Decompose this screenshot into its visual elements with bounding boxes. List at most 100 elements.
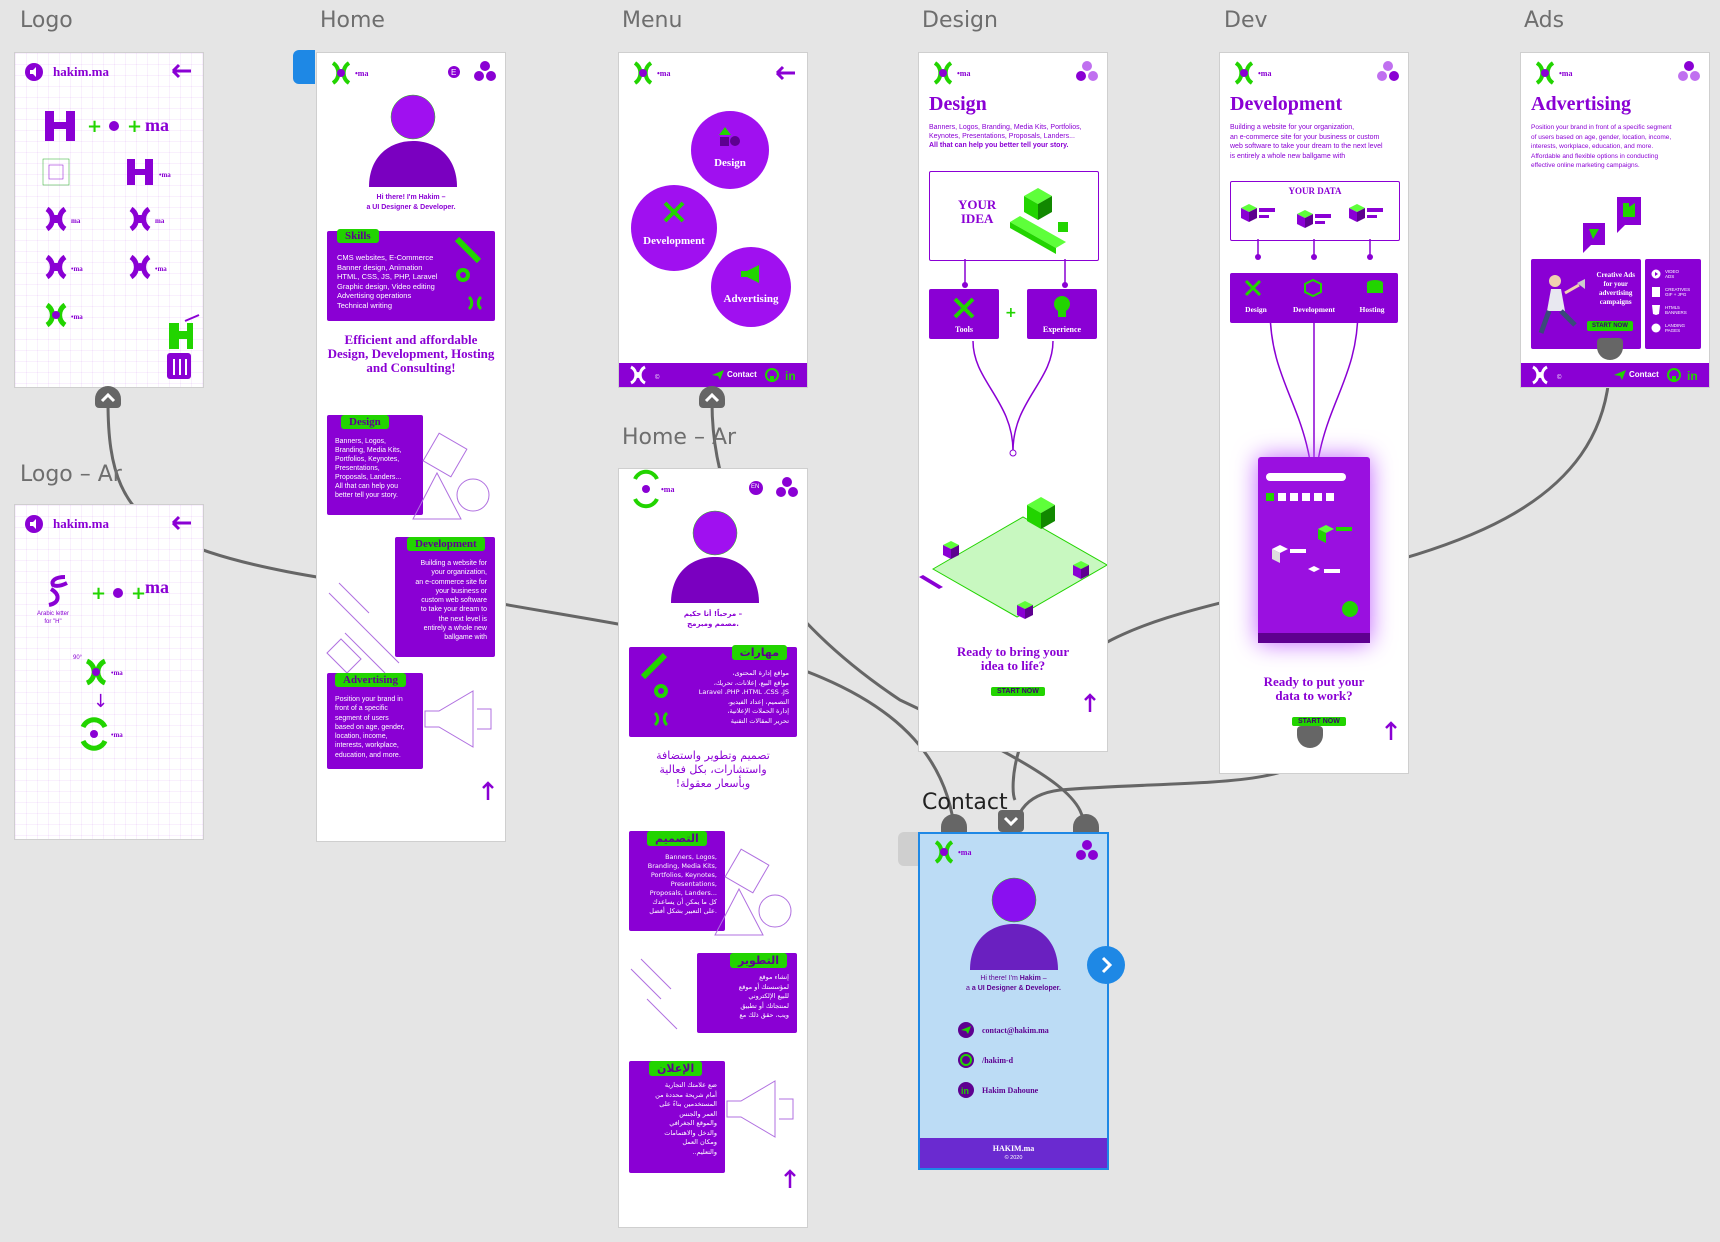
artboard-label-dev[interactable]: Dev xyxy=(1224,8,1268,33)
contact-greeting-line1: Hi there! I'm xyxy=(980,975,1018,982)
back-arrow-icon[interactable] xyxy=(171,63,193,84)
artboard-label-ads[interactable]: Ads xyxy=(1524,8,1565,33)
flow-connector-ads[interactable] xyxy=(1597,338,1623,360)
site-logo-icon[interactable]: •ma xyxy=(1529,59,1583,92)
linkedin-icon[interactable]: in xyxy=(1687,368,1701,383)
flow-connector-logo[interactable] xyxy=(95,386,121,408)
menu-item-development[interactable]: Development xyxy=(631,185,717,271)
ads-contact-link[interactable]: Contact xyxy=(1629,370,1659,379)
menu-dots-icon[interactable] xyxy=(473,61,497,88)
sound-icon[interactable] xyxy=(25,515,43,533)
site-logo-icon[interactable]: •ma xyxy=(928,838,982,871)
design-text: Banners, Logos, Branding, Media Kits, Po… xyxy=(929,124,1082,140)
language-toggle-button[interactable]: EN xyxy=(749,481,763,495)
contact-greeting-line2: a UI Designer & Developer. xyxy=(971,985,1061,992)
next-artboard-button[interactable] xyxy=(1087,946,1125,984)
artboard-design[interactable]: •ma Design Banners, Logos, Branding, Med… xyxy=(918,52,1108,752)
design-start-button[interactable]: START NOW xyxy=(991,687,1045,696)
flow-connector-dev[interactable] xyxy=(1297,726,1323,748)
flow-connector-in-1[interactable] xyxy=(941,814,967,836)
menu-item-advertising[interactable]: Advertising xyxy=(711,247,791,327)
svg-text:+: + xyxy=(131,583,146,604)
artboard-label-home-ar[interactable]: Home – Ar xyxy=(622,425,737,450)
language-toggle-icon[interactable]: E xyxy=(447,65,461,84)
flow-connector-in-3[interactable] xyxy=(1073,814,1099,836)
contact-greeting-name: Hakim xyxy=(1019,975,1041,982)
home-ar-design-title: التصميم xyxy=(647,831,707,846)
menu-item-design[interactable]: Design xyxy=(691,111,769,189)
scroll-top-arrow-icon[interactable] xyxy=(481,781,495,806)
linkedin-icon[interactable]: in xyxy=(785,368,799,383)
dev-start-button[interactable]: START NOW xyxy=(1292,717,1346,726)
home-ar-ads-card[interactable]: الإعلان ضع علامتك التجارية أمام شريحة مح… xyxy=(629,1061,725,1173)
menu-dots-icon[interactable] xyxy=(1075,840,1099,867)
creative-ads-start-button[interactable]: START NOW xyxy=(1587,321,1633,331)
artboard-logo-ar[interactable]: hakim.ma + + ma Arabic letter for "H" 90… xyxy=(14,504,204,840)
artboard-logo[interactable]: hakim.ma + + ma •ma ma ma •ma xyxy=(14,52,204,388)
artboard-home-ar[interactable]: •ma EN مرحباً! أنا حكيم – مصمم ومبرمج. م… xyxy=(618,468,808,1228)
flow-connector-menu[interactable] xyxy=(699,386,725,408)
tools-icon xyxy=(953,297,975,319)
contact-github-link[interactable]: /hakim-d xyxy=(982,1056,1014,1065)
menu-dots-icon[interactable] xyxy=(1075,61,1099,88)
home-ar-ads-title: الإعلان xyxy=(649,1061,703,1076)
scroll-top-arrow-icon[interactable] xyxy=(1083,693,1097,718)
footer-logo-icon: © xyxy=(1532,365,1562,385)
contact-flow-marker[interactable] xyxy=(898,832,918,866)
artboard-menu[interactable]: •ma Design Development Advertising © Con… xyxy=(618,52,808,388)
artboard-label-home[interactable]: Home xyxy=(320,8,385,33)
artboard-label-design[interactable]: Design xyxy=(922,8,998,33)
artboard-label-contact[interactable]: Contact xyxy=(922,790,1008,815)
home-dev-card[interactable]: Development Building a website for your … xyxy=(395,537,495,657)
data-blocks-illustration xyxy=(1241,204,1383,228)
svg-text:•ma: •ma xyxy=(71,313,83,321)
artboard-label-menu[interactable]: Menu xyxy=(622,8,683,33)
menu-dots-icon[interactable] xyxy=(1376,61,1400,88)
contact-linkedin-link[interactable]: Hakim Dahoune xyxy=(982,1086,1039,1095)
artboard-dev[interactable]: •ma Development Building a website for y… xyxy=(1219,52,1409,774)
megaphone-illustration xyxy=(726,1080,794,1138)
flow-connector-in-2[interactable] xyxy=(998,810,1024,832)
phone-nav-bar xyxy=(1258,633,1370,643)
send-icon[interactable] xyxy=(711,369,725,381)
svg-text:•ma: •ma xyxy=(1258,69,1271,78)
scroll-top-arrow-icon[interactable] xyxy=(783,1169,797,1194)
artboard-ads[interactable]: •ma Advertising Position your brand in f… xyxy=(1520,52,1710,388)
site-logo-icon[interactable]: •ma xyxy=(1228,59,1282,92)
home-ar-dev-card[interactable]: التطوير إنشاء موقع لمؤسستك أو موقع للبيع… xyxy=(697,953,797,1033)
github-icon xyxy=(958,1052,974,1068)
avatar xyxy=(669,510,761,608)
creative-ads-banner[interactable]: Creative Ads for your advertising campai… xyxy=(1531,259,1641,349)
menu-dots-icon[interactable] xyxy=(1677,61,1701,88)
artboard-home[interactable]: •ma E Hi there! I'm Hakim – a UI Designe… xyxy=(316,52,506,842)
back-arrow-icon[interactable] xyxy=(775,65,797,86)
scroll-top-arrow-icon[interactable] xyxy=(1384,721,1398,746)
site-logo-icon[interactable]: •ma xyxy=(627,59,681,92)
artboard-contact[interactable]: •ma Hi there! I'm Hakim –a a UI Designer… xyxy=(918,832,1109,1170)
menu-dots-icon[interactable] xyxy=(775,477,799,504)
site-logo-icon[interactable]: •ma xyxy=(927,59,981,92)
menu-contact-link[interactable]: Contact xyxy=(727,370,757,379)
jumping-person-illustration xyxy=(1538,275,1585,334)
skills-decor-icon xyxy=(454,236,483,311)
like-bubbles-illustration xyxy=(1583,197,1641,253)
github-icon[interactable] xyxy=(1667,368,1681,382)
home-ads-card[interactable]: Advertising Position your brand in front… xyxy=(327,673,423,769)
home-ar-design-card[interactable]: التصميم Banners, Logos, Branding, Media … xyxy=(629,831,725,931)
github-icon[interactable] xyxy=(765,368,779,382)
tools-box: Tools xyxy=(929,289,999,339)
home-dev-title: Development xyxy=(407,537,485,551)
sound-icon[interactable] xyxy=(25,63,43,81)
site-logo-icon[interactable]: •ma xyxy=(325,59,379,92)
send-icon[interactable] xyxy=(1613,369,1627,381)
cube-icon xyxy=(1304,278,1322,298)
home-design-card[interactable]: Design Banners, Logos, Branding, Media K… xyxy=(327,415,423,515)
contact-email-link[interactable]: contact@hakim.ma xyxy=(982,1026,1049,1035)
svg-text:in: in xyxy=(1687,369,1698,383)
back-arrow-icon[interactable] xyxy=(171,515,193,536)
site-logo-icon[interactable]: •ma xyxy=(627,469,681,509)
artboard-label-logo-ar[interactable]: Logo – Ar xyxy=(20,462,122,487)
artboard-label-logo[interactable]: Logo xyxy=(20,8,73,33)
your-idea-box: YOUR IDEA xyxy=(929,171,1099,261)
home-flow-marker[interactable] xyxy=(293,50,315,84)
